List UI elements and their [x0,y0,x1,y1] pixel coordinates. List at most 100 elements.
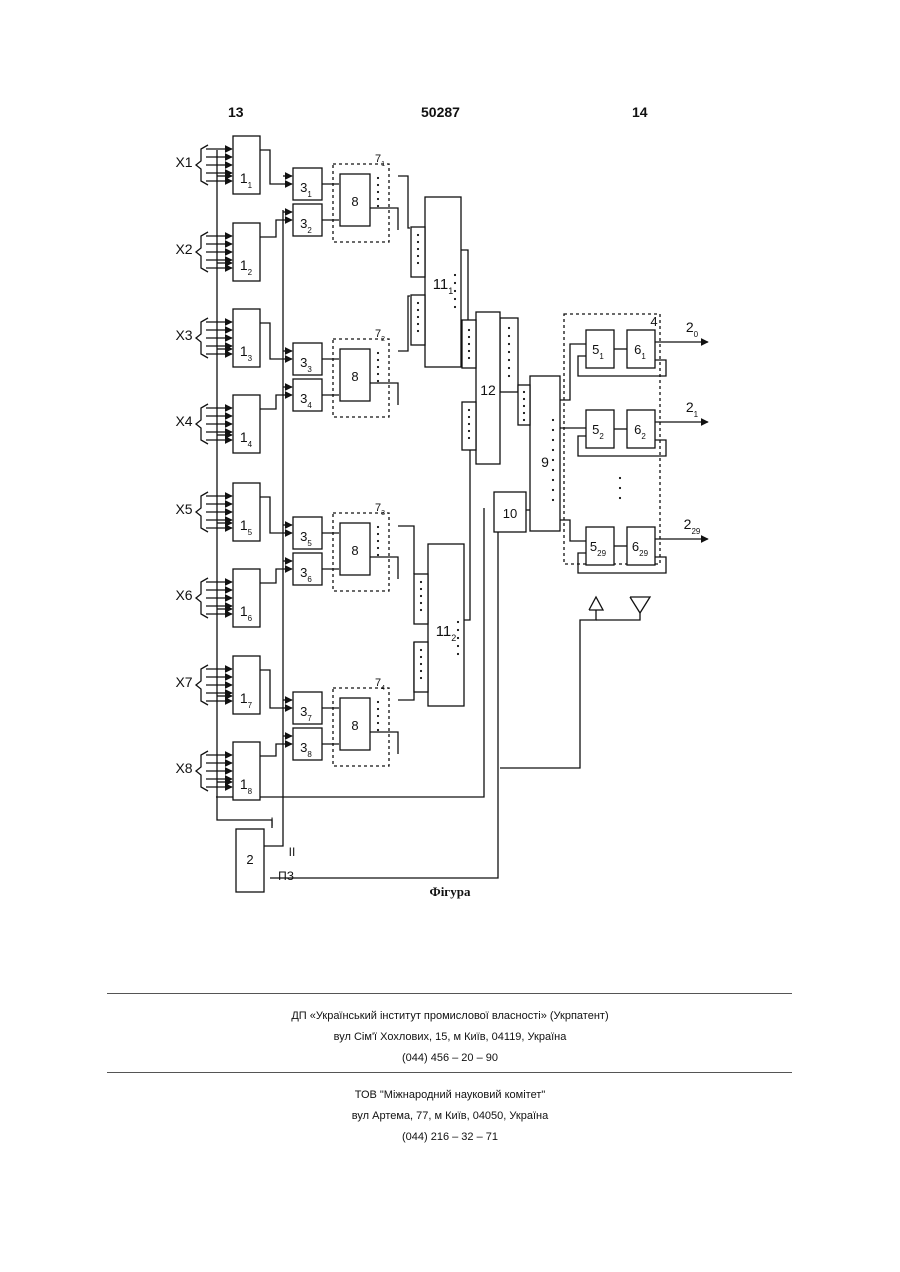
dot [417,255,419,257]
dot [552,449,554,451]
dot [552,489,554,491]
link-11-12 [461,250,468,320]
dot [552,439,554,441]
dot [457,637,459,639]
dot [420,588,422,590]
feed-line [260,323,292,359]
block-diagram: X111X212X313X414X515X616X717X81831328713… [0,0,900,900]
input-label-2: X2 [175,241,192,257]
block-8-label-3: 8 [351,543,358,558]
bus-11-1 [398,296,410,351]
register-dots [377,177,379,179]
dot [454,290,456,292]
output-label-1: 20 [686,319,699,339]
dot [552,419,554,421]
input-label-6: X6 [175,587,192,603]
feed-line [260,150,292,184]
dot [619,497,621,499]
dot [468,336,470,338]
register-dots [377,526,379,528]
dot [508,351,510,353]
feed-line [260,744,292,756]
dot [420,656,422,658]
input-label-3: X3 [175,327,192,343]
divider-bottom [107,1072,792,1073]
dot [523,412,525,414]
dot [454,274,456,276]
feed-line [260,395,292,409]
register-dots [377,359,379,361]
register-dots [377,554,379,556]
org2-name: ТОВ "Міжнародний науковий комітет" [0,1085,900,1105]
antenna-line [596,613,640,620]
dot [552,499,554,501]
org2-phone: (044) 216 – 32 – 71 [0,1127,900,1147]
block-8-label-4: 8 [351,718,358,733]
input-label-8: X8 [175,760,192,776]
block-7-label-2: 72 [375,328,385,343]
feed-line [260,497,292,533]
dot [468,329,470,331]
dot [468,416,470,418]
dot [552,469,554,471]
org1-phone: (044) 456 – 20 – 90 [0,1048,900,1068]
block-9-label: 9 [541,454,549,470]
divider-top [107,993,792,994]
register-dots [377,547,379,549]
register-dots [377,540,379,542]
org2-address: вул Артема, 77, м Київ, 04050, Україна [0,1106,900,1126]
register-dots [377,205,379,207]
dot [523,405,525,407]
figure-caption: Фігура [0,884,900,900]
dot [420,670,422,672]
dot [454,282,456,284]
dot [619,487,621,489]
dot [420,663,422,665]
dot [420,581,422,583]
dot [417,262,419,264]
dot [420,602,422,604]
feed-line [260,670,292,708]
input-label-4: X4 [175,413,192,429]
signal-II-label: II [289,845,296,859]
link-11-12 [464,450,470,620]
block-12-out [500,318,518,392]
bus-II [264,210,283,846]
dot [417,234,419,236]
bus-11-2 [398,642,414,700]
dot [417,302,419,304]
block-7-label-4: 74 [375,677,385,692]
signal-PZ-label: ПЗ [278,869,294,883]
dot [468,357,470,359]
dot [619,477,621,479]
output-label-2: 21 [686,399,699,419]
org1-address: вул Сім'ї Хохлових, 15, м Київ, 04119, У… [0,1027,900,1047]
link-8-11 [370,383,398,405]
dot [417,309,419,311]
link-8-11 [370,732,398,754]
dot [417,323,419,325]
register-dots [377,352,379,354]
dot [454,298,456,300]
dot [417,248,419,250]
bus-11-2 [398,526,414,574]
link-8-11 [370,557,398,579]
dot [420,677,422,679]
register-dots [377,198,379,200]
dot [457,653,459,655]
dot [508,343,510,345]
link-8-11 [370,208,398,230]
register-dots [377,184,379,186]
dot [417,241,419,243]
dot [508,367,510,369]
input-label-1: X1 [175,154,192,170]
input-label-5: X5 [175,501,192,517]
register-dots [377,722,379,724]
dot [468,343,470,345]
dot [508,375,510,377]
dot [420,609,422,611]
dot [420,649,422,651]
block-8-label-2: 8 [351,369,358,384]
dot [552,479,554,481]
dot [552,429,554,431]
